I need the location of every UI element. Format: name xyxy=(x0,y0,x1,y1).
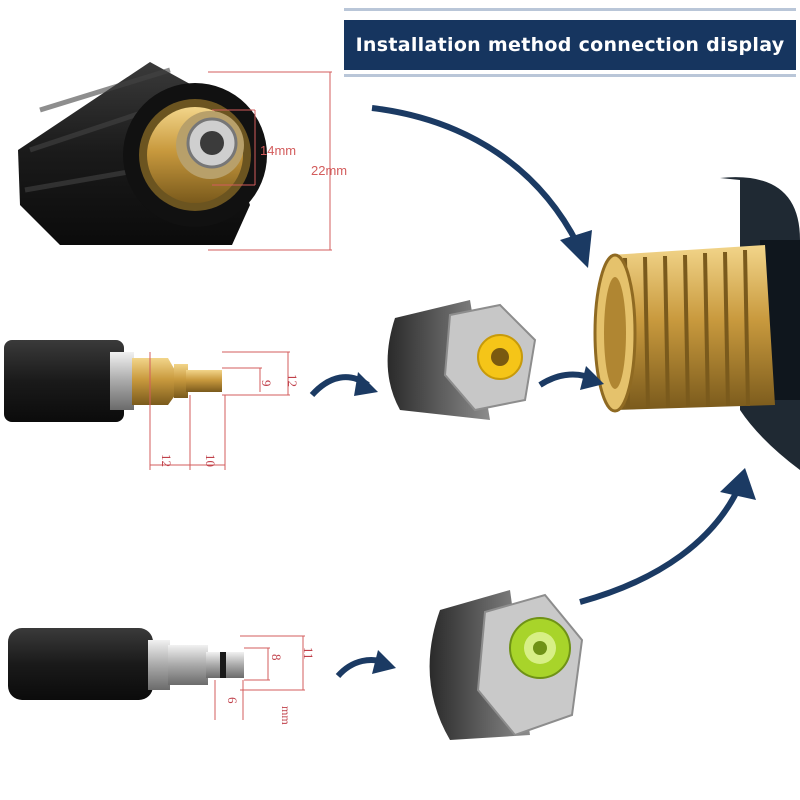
dim-22mm: 22mm xyxy=(311,163,347,178)
quick-plug-9 xyxy=(4,340,222,422)
quick-plug-8-dimension-lines xyxy=(214,635,305,720)
arrowhead-right xyxy=(720,468,756,500)
title-banner: Installation method connection display xyxy=(344,8,796,78)
dim-12-bottom: 12 xyxy=(159,454,174,467)
dim-11: 11 xyxy=(301,647,316,660)
quick-plug-8 xyxy=(8,628,244,700)
dim-10: 10 xyxy=(203,454,218,467)
female-fitting xyxy=(18,62,267,245)
banner-title: Installation method connection display xyxy=(344,20,796,70)
adapter-green xyxy=(429,590,584,740)
dim-9: 9 xyxy=(259,380,274,387)
brass-thread-outlet xyxy=(593,177,800,470)
arrowhead-mid-right xyxy=(580,366,604,390)
banner-bottom-rule xyxy=(344,74,796,77)
arrowhead-mid-left xyxy=(354,372,378,396)
banner-top-rule xyxy=(344,8,796,11)
curve-arrow-right xyxy=(579,483,743,605)
dim-unit-mm: mm xyxy=(279,706,293,725)
arrowhead-bottom xyxy=(372,650,396,674)
dim-8: 8 xyxy=(269,654,284,661)
arrowhead-top xyxy=(560,230,592,268)
dim-6: 6 xyxy=(225,697,240,704)
dim-12-top: 12 xyxy=(285,374,300,387)
curve-arrow-top xyxy=(371,105,581,247)
dim-14mm: 14mm xyxy=(260,143,296,158)
quick-plug-9-dimension-lines xyxy=(149,351,290,470)
adapter-yellow xyxy=(387,300,537,420)
female-dimension-lines xyxy=(208,71,332,251)
